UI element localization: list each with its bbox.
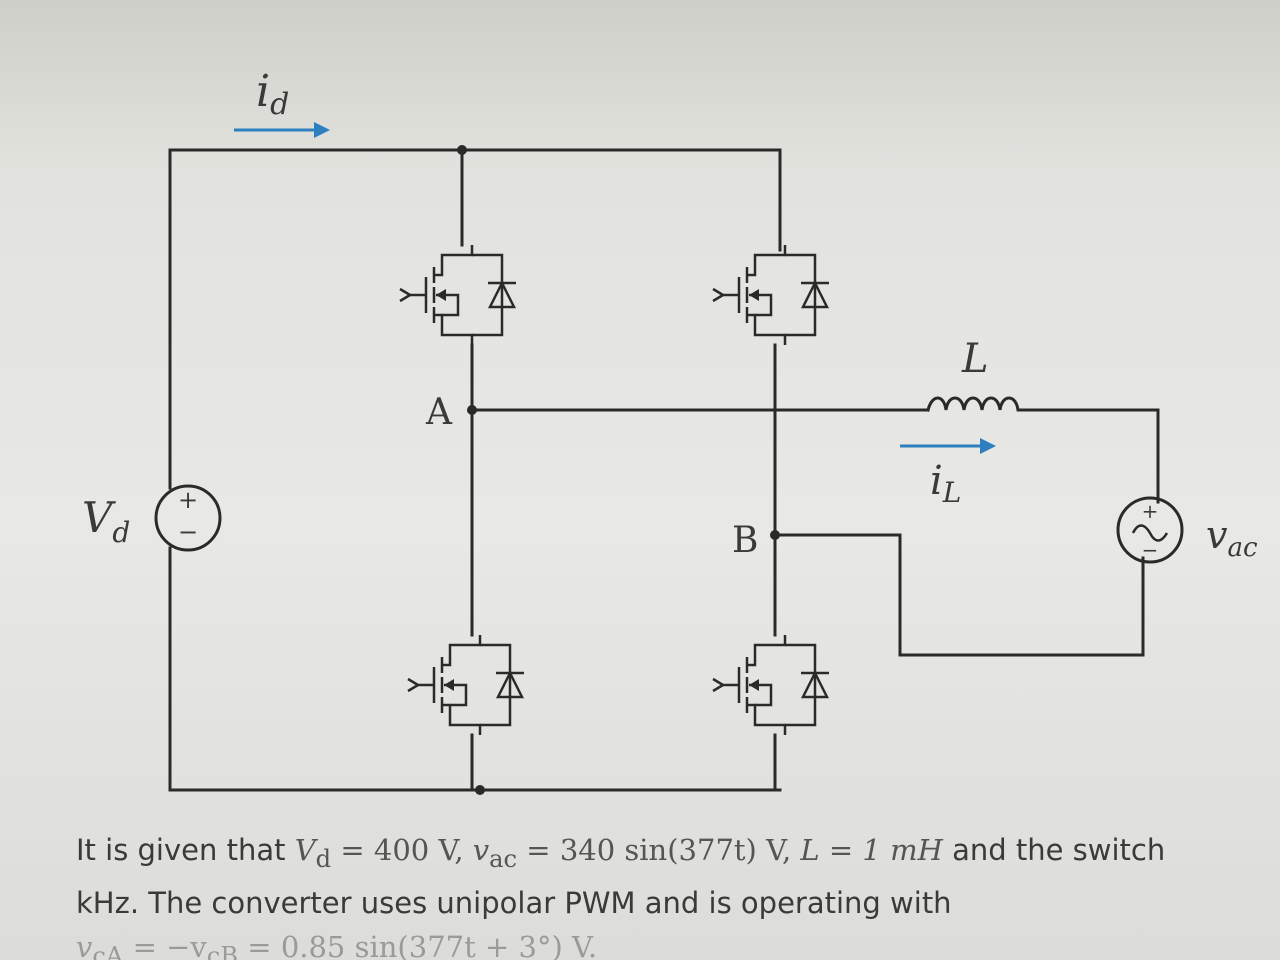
eq-vcb: = −v: [123, 929, 207, 960]
sine-icon: [1131, 524, 1169, 542]
eq-vac: v: [472, 833, 490, 867]
node-b-dot: [770, 530, 780, 540]
inductor-label: L: [961, 336, 989, 382]
switch-s3: [711, 243, 831, 347]
top-node: [457, 145, 467, 155]
problem-line-1: It is given that Vd = 400 V, vac = 340 s…: [76, 828, 1280, 881]
minus-sign-ac: −: [1142, 538, 1159, 562]
eq-vd: V: [294, 833, 316, 867]
eq-vac-sub: ac: [489, 844, 518, 873]
il-label: iL: [930, 458, 961, 509]
left-supply-wire: [168, 148, 782, 792]
eq-vd-value: = 400 V,: [331, 833, 473, 867]
switch-s4: [711, 633, 831, 737]
plus-sign-dc: +: [178, 486, 198, 514]
ac-source: + −: [1116, 496, 1184, 564]
node-a-dot: [467, 405, 477, 415]
eq-vd-sub: d: [315, 844, 332, 873]
eq-vca: v: [76, 929, 93, 960]
inductor: [926, 396, 1160, 504]
vac-label: vac: [1206, 513, 1258, 563]
il-arrow: [900, 438, 996, 454]
top-bus-wire: [168, 148, 782, 252]
eq-vca-sub: cA: [92, 941, 124, 960]
leg-b-wire: [773, 243, 782, 792]
switch-s1: [398, 243, 518, 347]
eq-vcb-sub: cB: [206, 941, 239, 960]
line1-prefix: It is given that: [76, 833, 295, 867]
line1-suffix: and the switch: [942, 833, 1166, 867]
problem-line-2: kHz. The converter uses unipolar PWM and…: [76, 885, 952, 920]
problem-line-3: vcA = −vcB = 0.85 sin(377t + 3°) V.: [76, 925, 1280, 960]
problem-statement: It is given that Vd = 400 V, vac = 340 s…: [76, 828, 1280, 960]
plus-sign-ac: +: [1142, 499, 1159, 523]
bottom-node: [475, 785, 485, 795]
id-arrow: [234, 122, 330, 138]
minus-sign-dc: −: [178, 518, 198, 546]
eq-vc-value: = 0.85 sin(377t + 3°) V.: [238, 929, 598, 960]
vd-label: Vd: [82, 493, 130, 549]
dc-source: + −: [154, 484, 222, 552]
id-label: id: [256, 66, 289, 122]
eq-vac-value: = 340 sin(377t) V,: [517, 833, 801, 867]
node-a-label: A: [425, 392, 453, 433]
node-b-label: B: [732, 520, 758, 561]
eq-l: L = 1 mH: [800, 833, 943, 867]
switch-s2: [406, 633, 526, 737]
circuit-diagram: + − + − id A B L iL Vd vac: [82, 66, 1258, 795]
output-wire-b: [773, 533, 1145, 657]
